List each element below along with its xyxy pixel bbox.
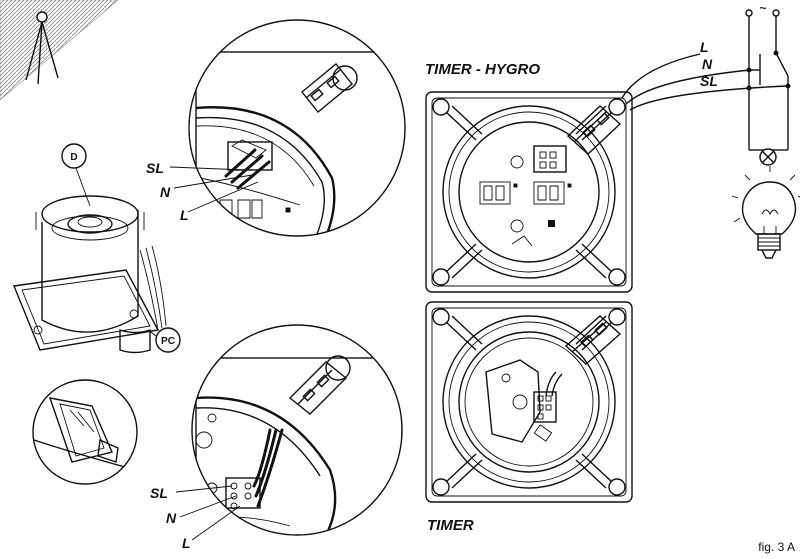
upper-detail-view <box>188 19 406 237</box>
upper-sl-label: SL <box>146 160 164 176</box>
upper-l-label: L <box>180 207 189 223</box>
timer-hygro-panel <box>425 91 633 293</box>
lower-l-label: L <box>182 535 191 551</box>
corner-badge <box>0 0 119 101</box>
fan-unit <box>13 143 181 354</box>
lower-detail-view <box>191 324 403 536</box>
timer-title: TIMER <box>427 517 474 534</box>
circuit-n-label: N <box>702 56 713 72</box>
clip-detail-view <box>32 379 138 485</box>
lower-sl-label: SL <box>150 485 168 501</box>
ceiling-lamp-icon <box>25 11 59 85</box>
supply-cable <box>621 53 787 111</box>
timer-panel <box>425 301 633 503</box>
circuit-diagram <box>745 9 791 166</box>
circuit-l-label: L <box>700 39 709 55</box>
upper-n-label: N <box>160 184 171 200</box>
circuit-ac-label: ~ <box>759 1 766 15</box>
lower-n-label: N <box>166 510 177 526</box>
cable-callout-label: PC <box>161 336 175 347</box>
lower-wires <box>175 485 241 541</box>
timer-hygro-title: TIMER - HYGRO <box>425 61 540 78</box>
circuit-sl-label: SL <box>700 73 718 89</box>
upper-wires <box>169 148 271 213</box>
figure-label: fig. 3 A <box>758 540 795 554</box>
light-bulb-icon <box>731 166 800 259</box>
fan-callout-label: D <box>70 152 77 163</box>
